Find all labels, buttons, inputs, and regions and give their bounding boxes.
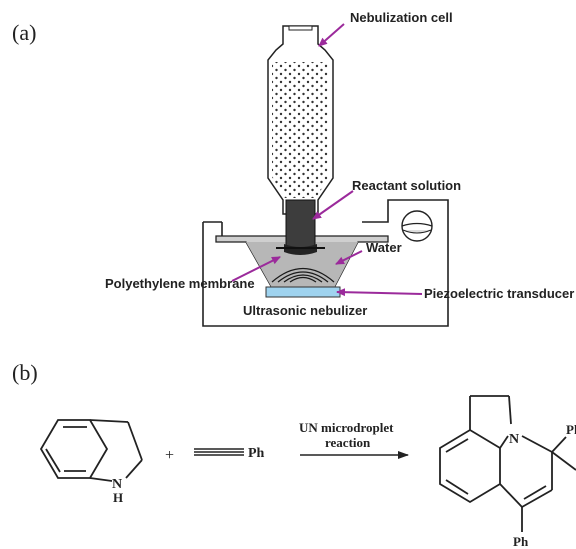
indoline-structure (39, 419, 143, 482)
alkyne-ph: Ph (248, 446, 265, 461)
panel-b-label: (b) (12, 360, 38, 385)
label-ultrasonic-nebulizer: Ultrasonic nebulizer (243, 303, 367, 318)
plus-sign: + (165, 447, 174, 464)
label-reactant-solution: Reactant solution (352, 178, 461, 193)
piezoelectric-transducer (265, 286, 341, 298)
level-gauge (401, 210, 433, 242)
label-water: Water (366, 240, 402, 255)
product-structure (439, 395, 576, 532)
panel-a-label: (a) (12, 20, 36, 45)
product-n: N (509, 432, 519, 447)
nebulization-cell (267, 25, 334, 215)
indoline-n: N (112, 477, 122, 492)
arrow-label-top: UN microdroplet (299, 420, 394, 435)
product-ph-right: Ph (566, 422, 576, 437)
label-polyethylene-membrane: Polyethylene membrane (105, 276, 255, 291)
phenylacetylene (194, 448, 244, 456)
ultrasonic-waves (271, 268, 335, 283)
indoline-h: H (113, 490, 123, 505)
reactant-solution-tube (284, 199, 317, 255)
label-piezoelectric-transducer: Piezoelectric transducer (424, 286, 574, 301)
ultrasonic-nebulizer-base (202, 199, 449, 327)
callout-arrows (231, 23, 423, 297)
arrow-label-bottom: reaction (325, 435, 371, 450)
product-ph-bottom: Ph (513, 534, 529, 549)
label-nebulization-cell: Nebulization cell (350, 10, 453, 25)
